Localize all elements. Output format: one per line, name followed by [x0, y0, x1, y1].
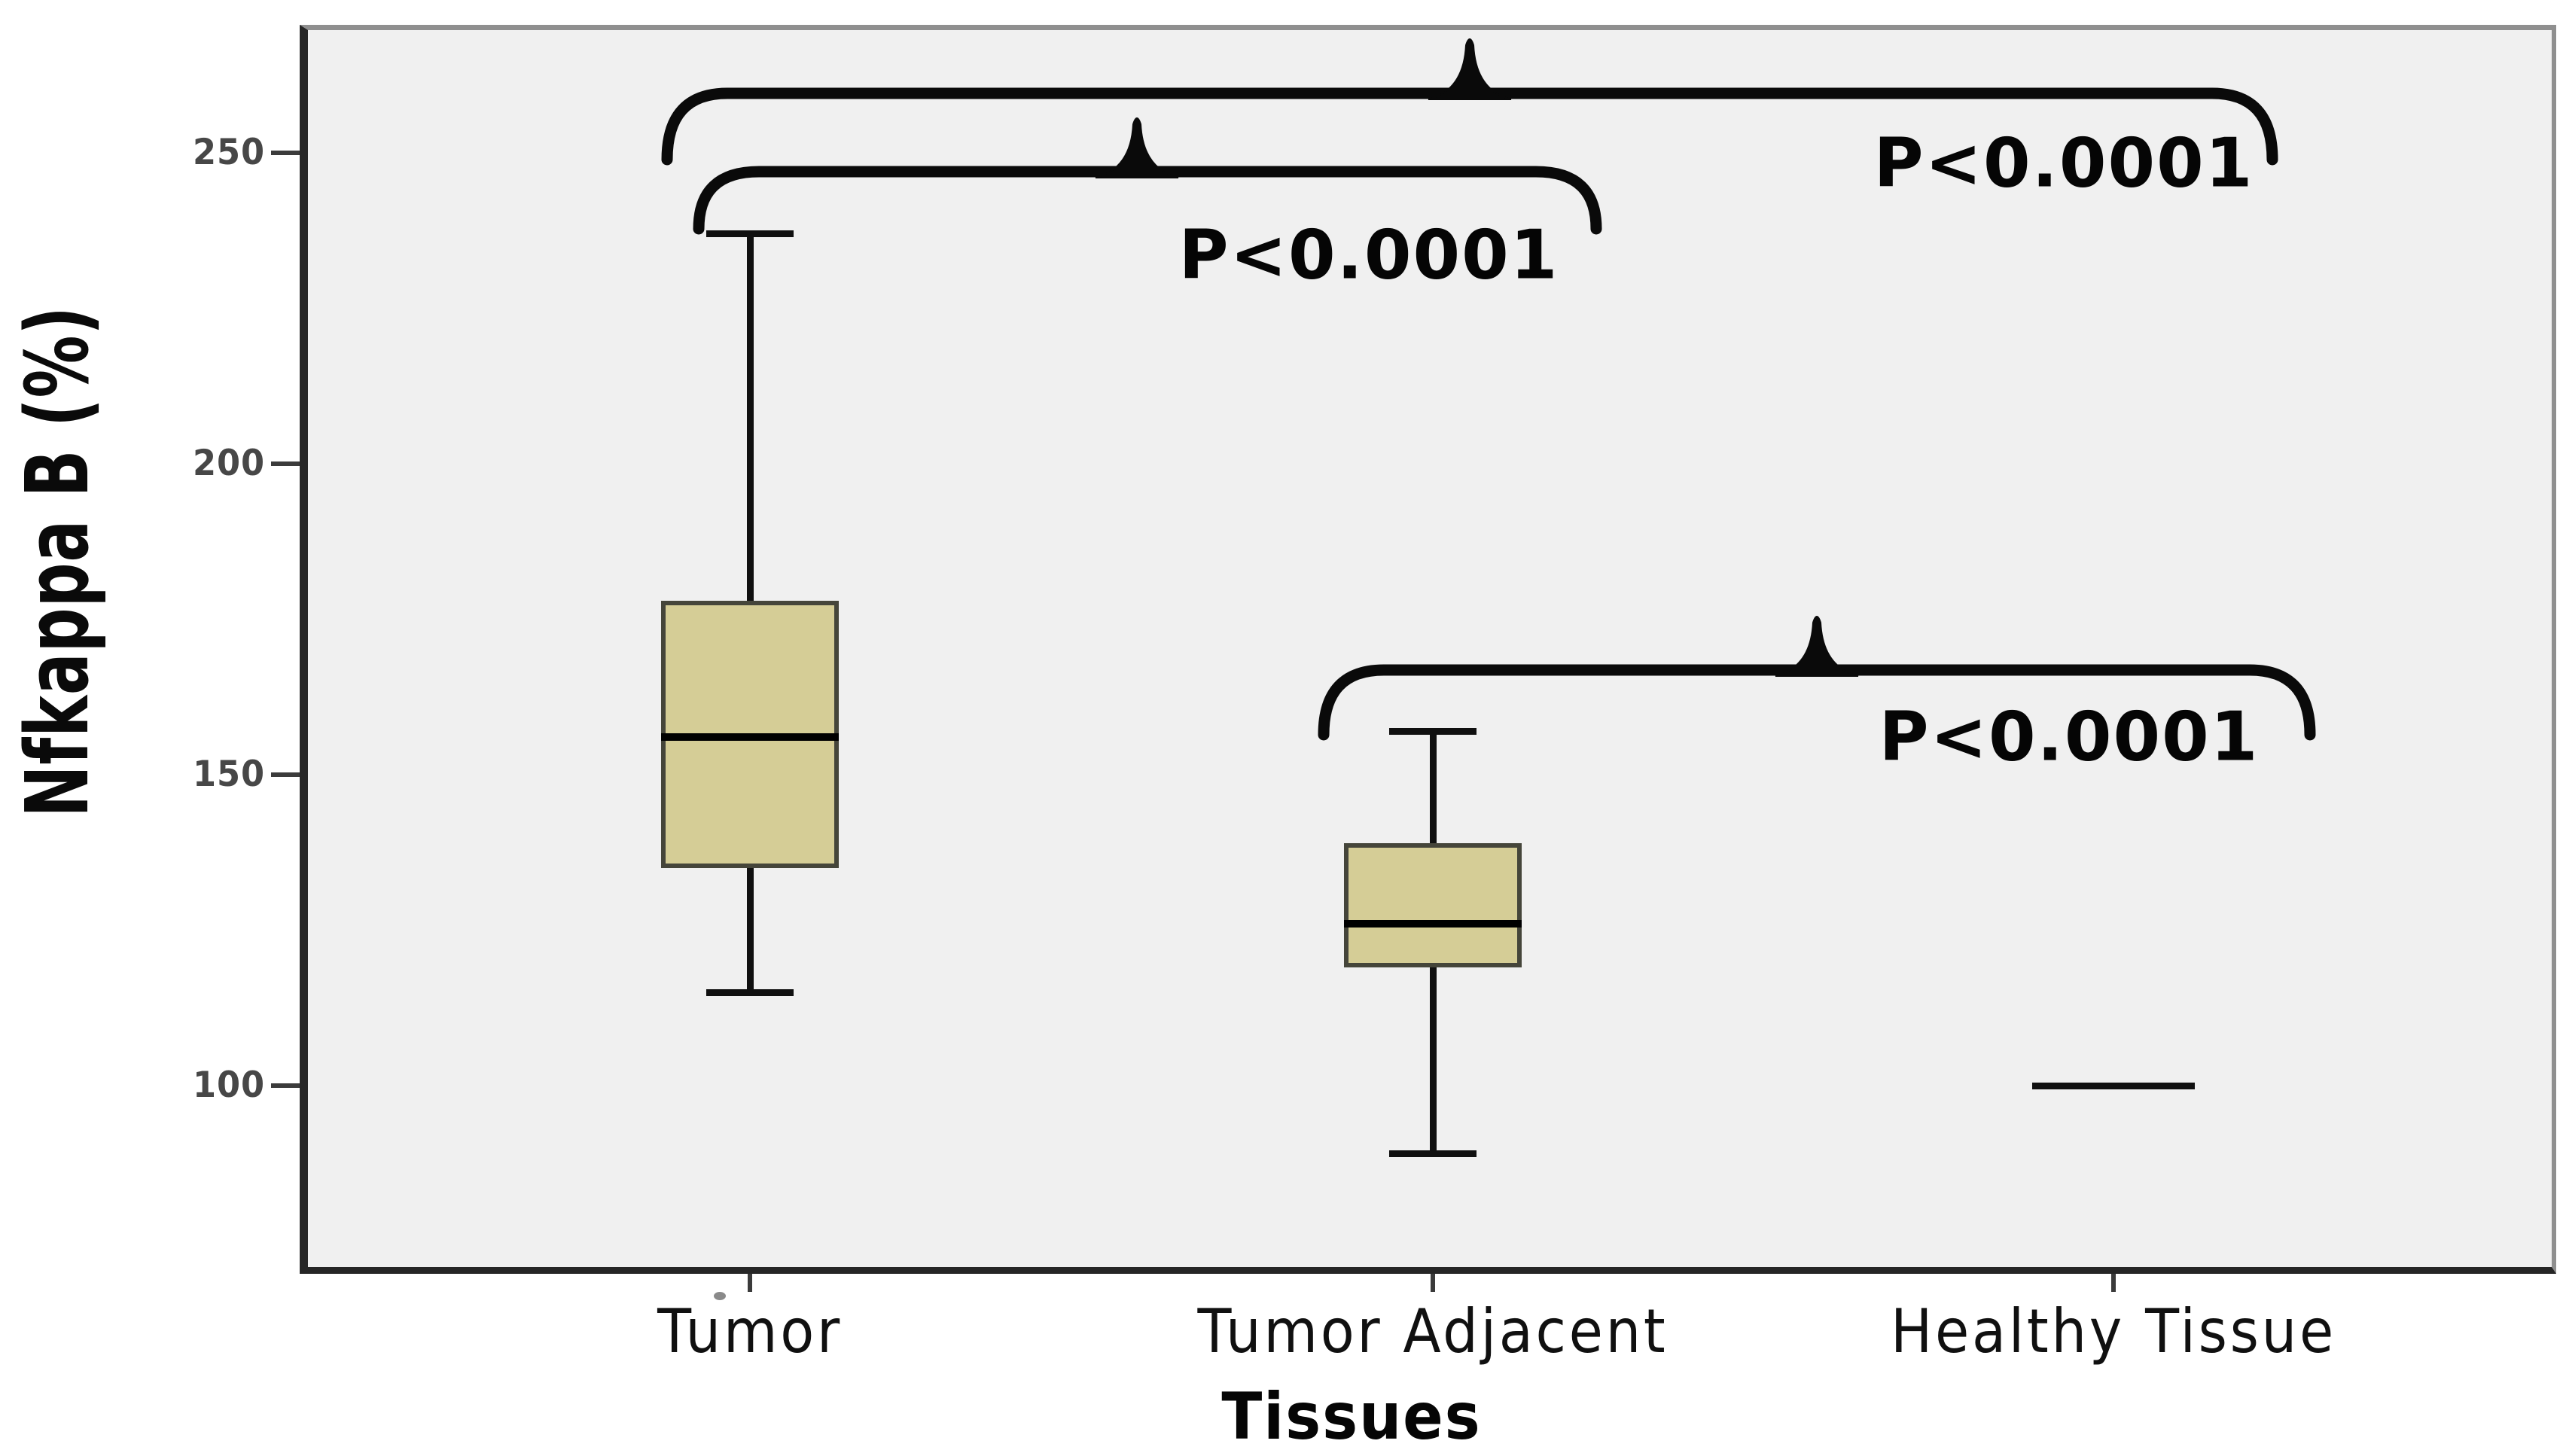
y-axis-tick-label: 100 — [192, 1065, 265, 1106]
y-axis-tick — [271, 1083, 300, 1088]
y-axis-tick-label: 150 — [192, 754, 265, 795]
bracket-peak — [1095, 117, 1179, 178]
lower-whisker-line — [746, 867, 754, 993]
upper-whisker-cap — [706, 230, 794, 237]
x-axis-category-label: Tumor — [657, 1296, 843, 1366]
y-axis-tick — [271, 151, 300, 155]
stray-mark-dot — [714, 1292, 726, 1300]
p-value-label: P<0.0001 — [1178, 215, 1559, 295]
lower-whisker-cap — [1389, 1150, 1477, 1158]
x-axis-tick — [1431, 1274, 1435, 1292]
upper-whisker-cap — [1389, 727, 1477, 735]
y-axis-tick-label: 200 — [192, 443, 265, 484]
bracket-peak — [1428, 38, 1512, 100]
median-line — [1344, 920, 1522, 928]
x-axis-category-label: Tumor Adjacent — [1197, 1296, 1669, 1366]
x-axis-tick — [748, 1274, 752, 1292]
healthy-tissue-value-line — [2032, 1082, 2195, 1089]
iqr-box — [1344, 842, 1522, 968]
x-axis-title: Tissues — [1221, 1379, 1482, 1454]
y-axis-tick — [271, 461, 300, 466]
p-value-label: P<0.0001 — [1873, 123, 2254, 203]
upper-whisker-line — [1429, 731, 1437, 843]
x-axis-tick — [2111, 1274, 2116, 1292]
median-line — [661, 733, 839, 742]
lower-whisker-line — [1429, 967, 1437, 1154]
p-value-label: P<0.0001 — [1879, 697, 2260, 777]
y-axis-tick-label: 250 — [192, 132, 265, 173]
upper-whisker-line — [746, 233, 754, 601]
y-axis-tick — [271, 772, 300, 777]
lower-whisker-cap — [706, 988, 794, 996]
x-axis-category-label: Healthy Tissue — [1891, 1296, 2336, 1366]
bracket-peak — [1775, 616, 1859, 677]
